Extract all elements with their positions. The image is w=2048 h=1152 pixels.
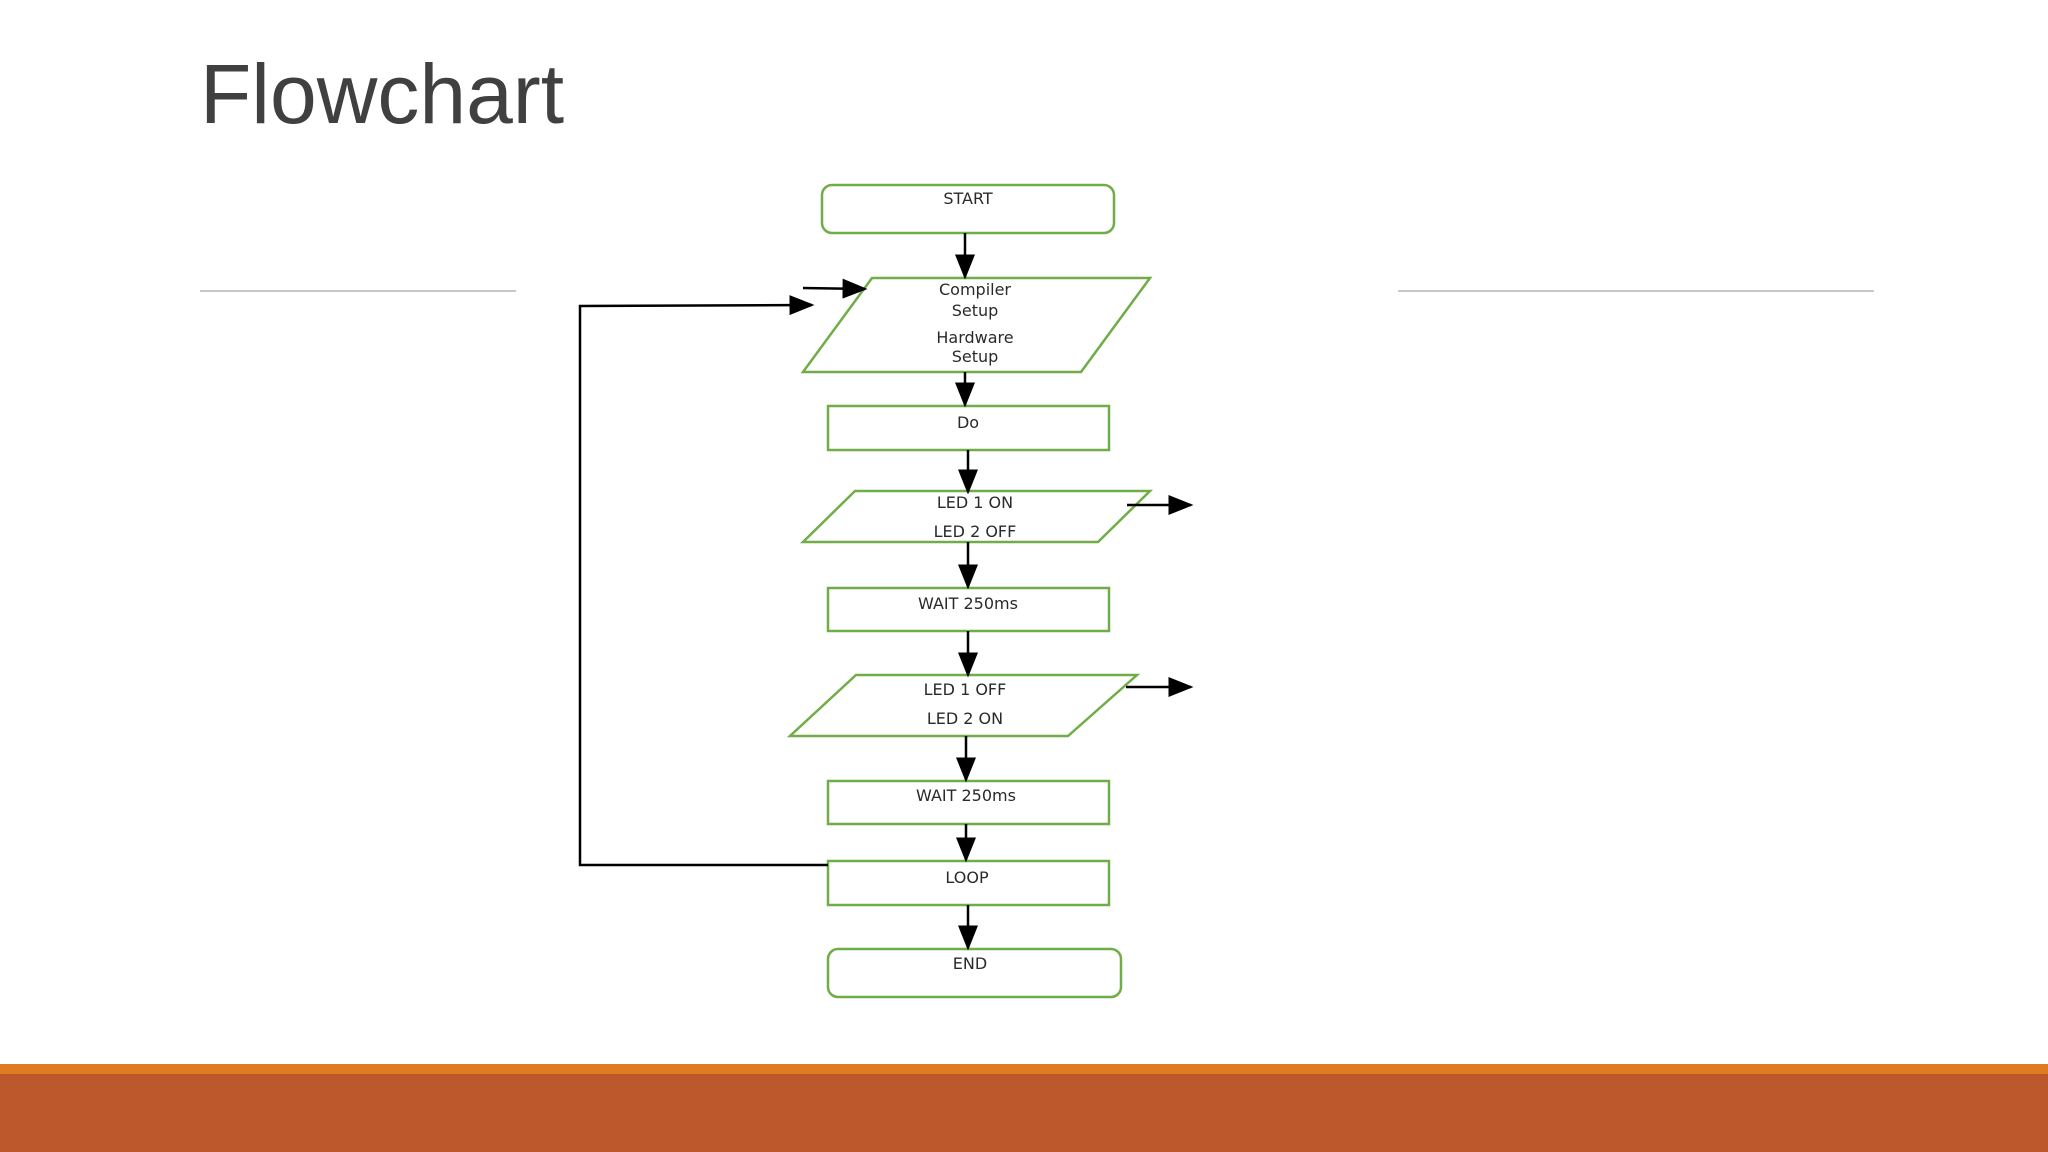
node-end-label: END	[953, 954, 987, 973]
edge-entry-setup	[802, 278, 868, 299]
footer-accent-stripe	[0, 1064, 2048, 1074]
title-rule-right	[1398, 290, 1874, 292]
footer-band	[0, 1074, 2048, 1152]
edge-loop-back	[578, 295, 828, 867]
node-setup-line-3: Hardware	[936, 328, 1013, 347]
node-setup-line-1: Compiler	[939, 280, 1011, 299]
node-setup	[800, 276, 1153, 374]
node-setup-line-4: Setup	[952, 347, 999, 366]
node-led-on	[799, 489, 1154, 544]
node-led-off-line-2: LED 2 ON	[927, 709, 1003, 728]
node-start-label: START	[943, 189, 993, 208]
title-rule-left	[200, 290, 516, 292]
node-led-off-line-1: LED 1 OFF	[924, 680, 1007, 699]
node-loop-label: LOOP	[945, 868, 989, 887]
node-wait-1-label: WAIT 250ms	[918, 594, 1018, 613]
node-led-on-line-2: LED 2 OFF	[934, 522, 1017, 541]
node-wait-2-label: WAIT 250ms	[916, 786, 1016, 805]
node-led-off	[786, 673, 1141, 738]
node-setup-line-2: Setup	[952, 301, 999, 320]
node-loop	[826, 859, 1111, 907]
flowchart: START Compiler Setup Hardware Setup Do L…	[578, 183, 1194, 999]
slide-title: Flowchart	[200, 47, 565, 141]
node-wait-2	[826, 779, 1111, 826]
node-do-label: Do	[957, 413, 979, 432]
node-led-on-line-1: LED 1 ON	[937, 493, 1013, 512]
node-start	[820, 183, 1116, 235]
